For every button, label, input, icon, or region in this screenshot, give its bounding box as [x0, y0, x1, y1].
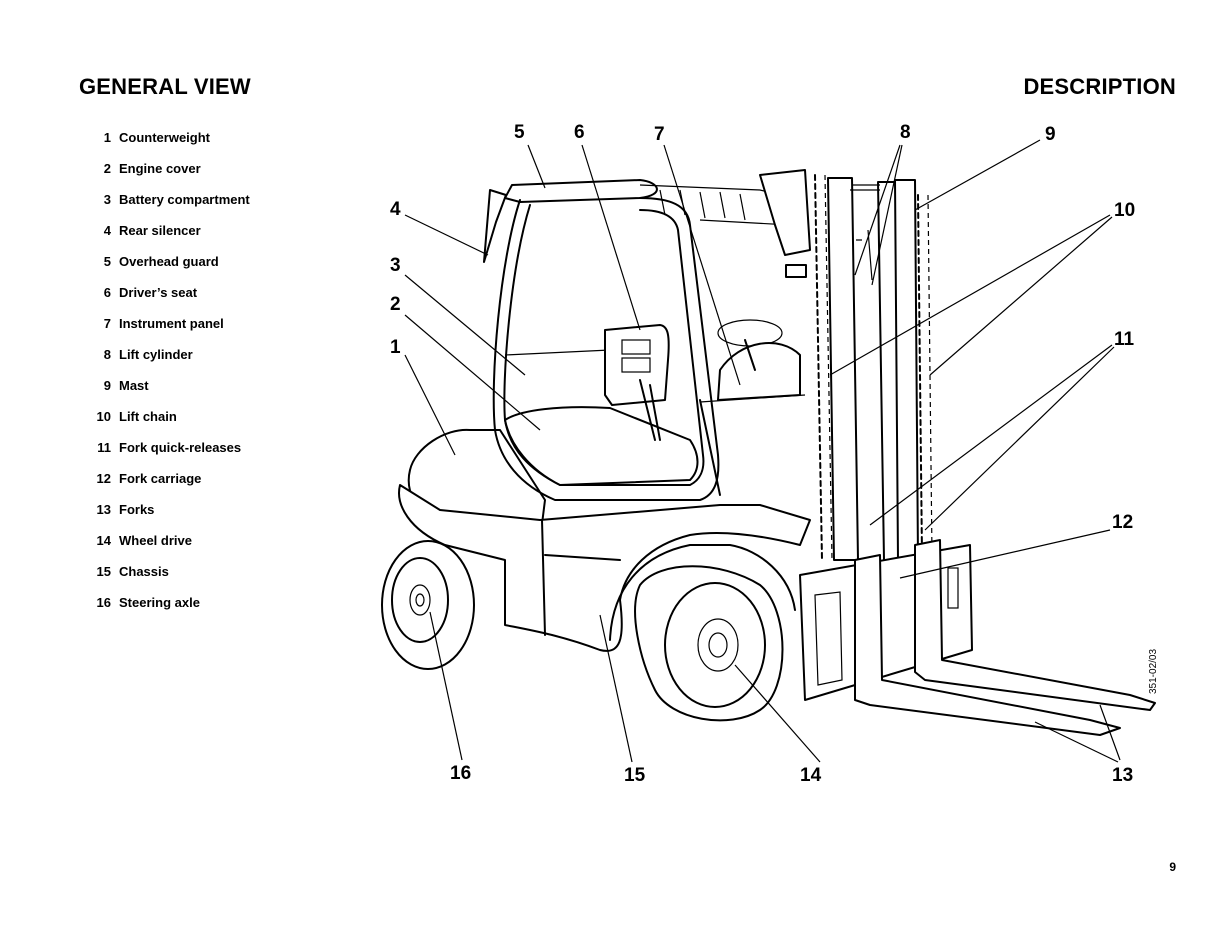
- section-title: DESCRIPTION: [1023, 74, 1176, 99]
- legend-item: 3 Battery compartment: [87, 192, 250, 223]
- legend-label: Instrument panel: [119, 316, 224, 331]
- legend-number: 10: [96, 409, 111, 424]
- legend-label: Battery compartment: [119, 192, 250, 207]
- legend-label: Lift chain: [119, 409, 177, 424]
- legend-label: Overhead guard: [119, 254, 219, 269]
- leader-1: [404, 354, 456, 456]
- legend-item: 10 Lift chain: [87, 409, 250, 440]
- legend-item: 4 Rear silencer: [87, 223, 250, 254]
- legend-item: 14 Wheel drive: [87, 533, 250, 564]
- leader-11b: [924, 346, 1115, 531]
- callout-5: 5: [514, 122, 525, 143]
- page-title: GENERAL VIEW: [79, 74, 251, 99]
- leader-6: [581, 144, 641, 331]
- legend-number: 11: [97, 440, 111, 455]
- leader-2: [404, 314, 541, 431]
- leader-12: [899, 529, 1111, 579]
- legend-item: 12 Fork carriage: [87, 471, 250, 502]
- leader-9: [914, 139, 1041, 211]
- callout-13: 13: [1112, 765, 1133, 786]
- legend-item: 9 Mast: [87, 378, 250, 409]
- legend-number: 12: [96, 471, 111, 486]
- leader-13a: [1099, 704, 1121, 761]
- legend-item: 11 Fork quick-releases: [87, 440, 250, 471]
- front-wheel: [609, 544, 796, 722]
- legend-number: 5: [103, 254, 111, 269]
- callout-11: 11: [1114, 329, 1135, 350]
- page-number: 9: [1169, 860, 1176, 874]
- legend-item: 7 Instrument panel: [87, 316, 250, 347]
- legend-label: Forks: [119, 502, 155, 517]
- leader-7: [663, 144, 741, 386]
- callout-16: 16: [450, 763, 471, 784]
- legend-number: 8: [103, 347, 111, 362]
- leader-14: [734, 664, 821, 763]
- legend-number: 14: [96, 533, 111, 548]
- legend-item: 6 Driver’s seat: [87, 285, 250, 316]
- instrument-panel: [699, 319, 806, 496]
- callout-6: 6: [574, 122, 585, 143]
- mast: [827, 177, 919, 561]
- legend-item: 8 Lift cylinder: [87, 347, 250, 378]
- leader-13b: [1034, 721, 1119, 763]
- leader-4: [404, 214, 489, 256]
- legend-number: 2: [103, 161, 111, 176]
- legend-number: 3: [103, 192, 111, 207]
- legend-label: Counterweight: [119, 130, 210, 145]
- drivers-seat: [604, 324, 670, 441]
- legend-label: Chassis: [119, 564, 169, 579]
- legend-label: Driver’s seat: [119, 285, 198, 300]
- leader-8b: [871, 144, 903, 286]
- leader-15: [599, 614, 633, 763]
- callout-12: 12: [1112, 512, 1133, 533]
- legend-label: Lift cylinder: [119, 347, 193, 362]
- callout-10: 10: [1114, 200, 1135, 221]
- legend-item: 15 Chassis: [87, 564, 250, 595]
- forks: [854, 539, 1156, 736]
- legend-item: 1 Counterweight: [87, 130, 250, 161]
- callout-1: 1: [390, 337, 401, 358]
- legend-number: 1: [103, 130, 111, 145]
- callout-4: 4: [390, 199, 401, 220]
- legend-label: Steering axle: [119, 595, 200, 610]
- legend-item: 2 Engine cover: [87, 161, 250, 192]
- legend-label: Fork carriage: [119, 471, 202, 486]
- legend-item: 5 Overhead guard: [87, 254, 250, 285]
- legend-number: 15: [96, 564, 111, 579]
- legend-label: Wheel drive: [119, 533, 192, 548]
- leader-8a: [854, 144, 901, 276]
- leader-5: [527, 144, 546, 189]
- callout-7: 7: [654, 124, 665, 145]
- callout-numbers: 1 2 3 4 5 6 7 8 9 10 11 12 13 14 15 16: [390, 122, 1135, 786]
- leader-3: [404, 274, 526, 376]
- rear-wheel: [381, 540, 475, 670]
- leader-10b: [929, 216, 1113, 376]
- legend-number: 16: [96, 595, 111, 610]
- callout-8: 8: [900, 122, 911, 143]
- callout-14: 14: [800, 765, 822, 786]
- forklift-drawing: [381, 169, 1156, 736]
- drawing-code: 351-02/03: [1148, 649, 1159, 694]
- legend-number: 13: [96, 502, 111, 517]
- legend-number: 6: [103, 285, 111, 300]
- callout-15: 15: [624, 765, 646, 786]
- legend-label: Engine cover: [119, 161, 201, 176]
- callout-9: 9: [1045, 124, 1056, 145]
- legend-item: 16 Steering axle: [87, 595, 250, 626]
- callout-3: 3: [390, 255, 401, 276]
- legend-number: 9: [103, 378, 111, 393]
- parts-legend: 1 Counterweight 2 Engine cover 3 Battery co…: [87, 130, 250, 626]
- callout-2: 2: [390, 294, 401, 315]
- leader-lines: [404, 139, 1121, 763]
- leader-11a: [869, 344, 1113, 526]
- legend-number: 4: [103, 223, 111, 238]
- legend-number: 7: [103, 316, 111, 331]
- legend-item: 13 Forks: [87, 502, 250, 533]
- legend-label: Mast: [119, 378, 149, 393]
- leader-16: [429, 611, 463, 761]
- leader-10a: [829, 214, 1111, 376]
- legend-label: Rear silencer: [119, 223, 201, 238]
- legend-label: Fork quick-releases: [119, 440, 242, 455]
